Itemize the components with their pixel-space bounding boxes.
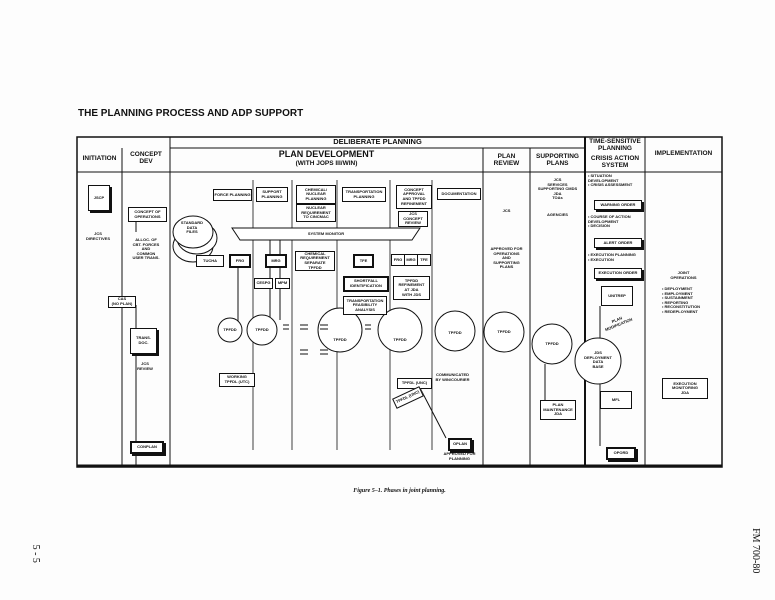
tpfdd-refinement-box: TPFDD REFINEMENT AT JDA WITH JDS [393, 276, 430, 300]
chemical-requirement-box: CHEMICAL REQUIREMENT SEPARATE TPFDD [295, 251, 335, 271]
alloc-text: ALLOC. OF CBT. FORCES AND COMMON USER TR… [132, 237, 160, 261]
tpfdd-2: TPFDD [255, 327, 269, 332]
page-title: THE PLANNING PROCESS AND ADP SUPPORT [78, 108, 304, 119]
support-planning-box: SUPPORT PLANNING [256, 187, 288, 202]
communicated-text: COMMUNICATED BY WIN/COURIER [435, 372, 470, 382]
concept-approval-box: CONCEPT APPROVAL AND TPFDD REFINEMENT [396, 185, 432, 209]
frg-box: FRG [229, 254, 251, 268]
header-time-sensitive: TIME-SENSITIVE PLANNING [589, 138, 641, 153]
alert-order-box: ALERT ORDER [594, 238, 642, 248]
tfe-box: TFE [353, 254, 374, 268]
mrg-box-2: MRG [404, 254, 418, 266]
unitrep-box: UNITREP [601, 286, 633, 306]
header-concept-dev: CONCEPT DEV [130, 151, 162, 166]
shortfall-box: SHORTFALL IDENTIFICATION [343, 276, 389, 292]
transportation-planning-box: TRANSPORTATION PLANNING [342, 187, 386, 202]
chemical-planning-box: CHEMICAL/ NUCLEAR PLANNING [296, 185, 336, 204]
tpfdd-6: TPFDD [497, 329, 511, 334]
mfl-box: MFL [600, 391, 632, 409]
crisis-steps-3: • EXECUTION PLANNING • EXECUTION [588, 252, 636, 262]
page-number: 5 - 5 [29, 544, 41, 563]
crisis-steps-1: • SITUATION DEVELOPMENT • CRISIS ASSESSM… [588, 173, 633, 188]
trans-doc-box: TRANS. DOC. [130, 328, 157, 354]
header-supporting-plans: SUPPORTING PLANS [536, 153, 579, 168]
review-approved: APPROVED FOR OPERATIONS AND SUPPORTING P… [490, 246, 523, 270]
jcs-directives: JCS DIRECTIVES [85, 231, 110, 241]
review-jcs: JCS [502, 208, 511, 213]
supporting-agencies: AGENCIES [547, 212, 568, 217]
tpfdd-5: TPFDD [448, 330, 462, 335]
jscp-document: JSCP [88, 185, 110, 211]
mpm-box: MPM [275, 278, 290, 289]
warning-order-box: WARNING ORDER [594, 200, 642, 210]
approved-for-planning: APPROVED FOR PLANNING [443, 451, 476, 461]
oplan-box: OPLAN [448, 438, 472, 451]
figure-caption: Figure 5–1. Phases in joint planning. [353, 488, 446, 494]
tpfdd-7: TPFDD [545, 341, 559, 346]
standard-data-files: STANDARD DATA FILES [180, 220, 204, 235]
tucha-box: TUCHA [196, 255, 224, 267]
conplan-box: CONPLAN [130, 441, 164, 454]
header-plan-development-sub: (WITH JOPS III/WIN) [295, 160, 358, 167]
jcs-concept-review-box: JCS CONCEPT REVIEW [398, 211, 428, 227]
jds-database: JDS DEPLOYMENT DATA BASE [584, 350, 612, 369]
document-id: FM 700-80 [749, 528, 761, 574]
cespg-box: CESPG [254, 278, 273, 289]
tpfdd-1: TPFDD [223, 327, 237, 332]
crisis-steps-2: • COURSE OF ACTION DEVELOPMENT • DECISIO… [588, 214, 631, 229]
concept-of-operations-box: CONCEPT OF OPERATIONS [128, 207, 167, 222]
force-planning-box: FORCE PLANNING [213, 189, 252, 201]
header-crisis-action: CRISIS ACTION SYSTEM [590, 155, 640, 170]
header-initiation: INITIATION [82, 155, 117, 162]
execution-monitoring-box: EXECUTION MONITORING JDA [662, 378, 708, 399]
tfe-box-2: TFE [417, 254, 431, 266]
tpfdd-4: TPFDD [393, 337, 407, 342]
cas-box: CAS (NO PLAN) [108, 296, 136, 308]
opord-box: OPORD [606, 447, 636, 460]
system-monitor-bar: SYSTEM MONITOR [307, 231, 345, 236]
documentation-box: DOCUMENTATION [437, 188, 481, 200]
mrg-box: MRG [265, 254, 287, 268]
implementation-list: • DEPLOYMENT • EMPLOYMENT • SUSTAINMENT … [662, 286, 701, 314]
tpfdd-3: TPFDD [333, 337, 347, 342]
header-plan-development: PLAN DEVELOPMENT [278, 149, 375, 159]
nuclear-requirement-box: NUCLEAR REQUIREMENT TO CINCMAC [296, 204, 336, 222]
header-implementation: IMPLEMENTATION [654, 150, 713, 157]
working-tpfdl-box: WORKING TPFDL (UTC) [219, 373, 255, 387]
plan-maintenance-box: PLAN MAINTENANCE JDA [540, 400, 576, 420]
joint-operations: JOINT OPERATIONS [670, 270, 697, 280]
supporting-list: JCS SERVICES SUPPORTING CMDS JDA TOAs [537, 177, 578, 201]
feasibility-box: TRANSPORTATION FEASIBILITY ANALYSIS [343, 296, 387, 315]
execution-order-box: EXECUTION ORDER [594, 268, 642, 279]
frg-box-2: FRG [391, 254, 405, 266]
jcs-review-text: JCS REVIEW [137, 361, 153, 371]
header-deliberate-planning: DELIBERATE PLANNING [333, 137, 422, 146]
header-plan-review: PLAN REVIEW [493, 153, 520, 168]
